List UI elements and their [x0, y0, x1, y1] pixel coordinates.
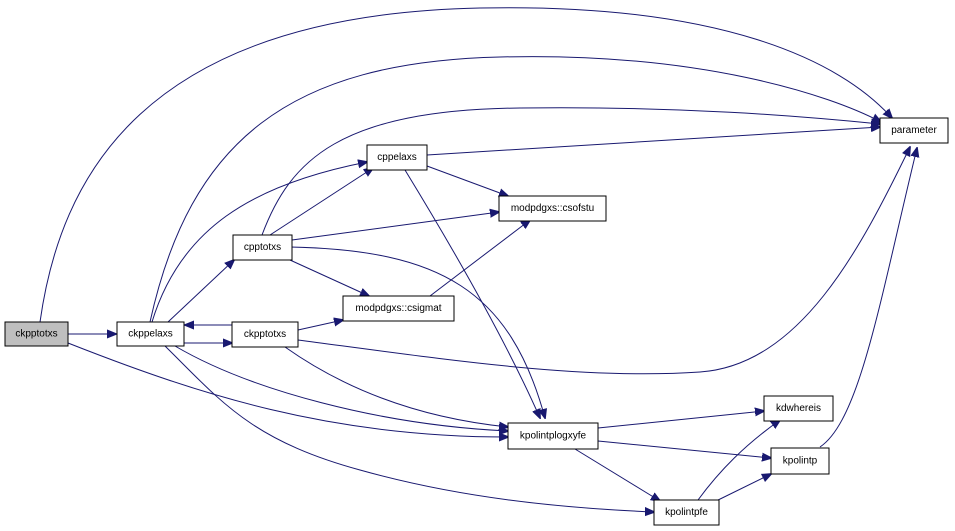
node-csigmat[interactable]: modpdgxs::csigmat — [342, 295, 455, 322]
edge-cppelaxs-to-parameter — [426, 127, 880, 156]
edge-ckpptotxs-root-to-parameter — [39, 7, 892, 323]
edge-cppelaxs-to-csofstu — [426, 165, 508, 196]
node-label: kpolintp — [783, 456, 818, 467]
node-label: cppelaxs — [377, 152, 416, 163]
edge-ckppelaxs-to-parameter — [149, 56, 881, 323]
node-label: ckpptotxs — [244, 329, 286, 340]
edge-ckpptotxs-root-to-kpolintplogxyfe — [67, 342, 508, 437]
edge-cpptotxs-to-cppelaxs — [269, 168, 373, 236]
node-ckpptotxs[interactable]: ckpptotxs — [231, 321, 299, 348]
edge-kpolintplogxyfe-to-kpolintp — [597, 440, 771, 458]
node-label: kdwhereis — [776, 403, 821, 414]
edge-cpptotxs-to-csigmat — [289, 259, 369, 296]
node-label: modpdgxs::csofstu — [511, 203, 594, 214]
edge-ckppelaxs-to-kpolintpfe — [164, 345, 654, 512]
edge-csigmat-to-csofstu — [429, 220, 530, 297]
edge-cpptotxs-to-kpolintplogxyfe — [289, 246, 545, 418]
node-cppelaxs[interactable]: cppelaxs — [366, 144, 428, 171]
edge-ckppelaxs-to-cpptotxs — [167, 260, 234, 323]
node-kpolintp[interactable]: kpolintp — [770, 447, 830, 475]
edge-ckpptotxs-to-kpolintplogxyfe — [284, 346, 508, 427]
node-ckppelaxs[interactable]: ckppelaxs — [116, 321, 185, 347]
edges — [39, 7, 917, 512]
edge-ckppelaxs-to-cppelaxs — [151, 162, 367, 323]
edge-kpolintplogxyfe-to-kdwhereis — [597, 411, 764, 429]
edge-ckppelaxs-to-kpolintplogxyfe — [174, 345, 508, 431]
node-label: cpptotxs — [244, 242, 281, 253]
edge-ckpptotxs-to-csigmat — [297, 320, 343, 331]
edge-cppelaxs-to-kpolintplogxyfe — [404, 169, 540, 418]
node-kpolintpfe[interactable]: kpolintpfe — [653, 499, 720, 526]
node-ckpptotxs-root[interactable]: ckpptotxs — [4, 321, 69, 347]
edge-kpolintpfe-to-kpolintp — [711, 474, 771, 504]
node-cpptotxs[interactable]: cpptotxs — [232, 234, 293, 261]
node-label: modpdgxs::csigmat — [355, 303, 441, 314]
edge-cpptotxs-to-parameter — [261, 107, 880, 236]
node-label: kpolintpfe — [665, 507, 708, 518]
node-kdwhereis[interactable]: kdwhereis — [763, 395, 834, 422]
edge-kpolintplogxyfe-to-kpolintpfe — [574, 448, 660, 501]
node-kpolintplogxyfe[interactable]: kpolintplogxyfe — [507, 422, 599, 450]
edge-ckpptotxs-to-parameter — [297, 147, 910, 375]
nodes: ckpptotxs ckppelaxs cpptotxs ckpptotxs c… — [4, 117, 949, 526]
node-label: ckppelaxs — [128, 329, 172, 340]
node-label: ckpptotxs — [15, 329, 57, 340]
node-csofstu[interactable]: modpdgxs::csofstu — [498, 195, 607, 222]
edge-cpptotxs-to-csofstu — [291, 212, 499, 241]
node-label: parameter — [891, 125, 937, 136]
node-label: kpolintplogxyfe — [520, 431, 587, 442]
edge-kpolintp-to-parameter — [819, 148, 917, 448]
node-parameter[interactable]: parameter — [879, 117, 949, 144]
edge-kpolintpfe-to-kdwhereis — [697, 420, 780, 501]
